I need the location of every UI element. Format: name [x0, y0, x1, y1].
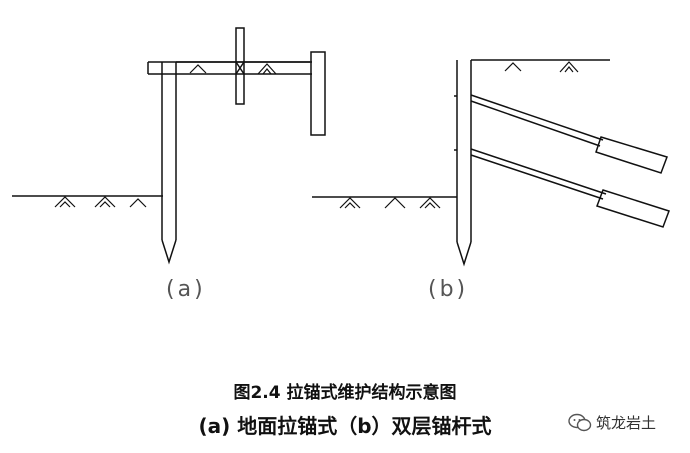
- panel-a-diagram: [12, 27, 326, 265]
- anchor-rod-upper-b: [470, 94, 668, 174]
- soil-hatch-lower-b: [339, 197, 441, 209]
- panel-b-diagram: [312, 59, 670, 267]
- panel-a-label: (a): [166, 277, 206, 302]
- tie-rod-a: [147, 61, 312, 75]
- soil-hatch-upper-b: [504, 61, 579, 73]
- waler-post-a: [235, 27, 245, 105]
- sheet-pile-a: [161, 62, 177, 265]
- figure-title: 图2.4 拉锚式维护结构示意图: [233, 383, 457, 403]
- soil-hatch-upper-a: [189, 63, 277, 75]
- watermark: 筑龙岩土: [568, 412, 656, 433]
- wechat-icon: [568, 413, 592, 431]
- anchor-plate-a: [310, 51, 326, 136]
- sheet-pile-b: [454, 60, 472, 267]
- grout-body-lower-b: [596, 189, 670, 228]
- panel-b-label: (b): [428, 277, 469, 302]
- figure-subtitle: (a) 地面拉锚式（b）双层锚杆式: [198, 414, 492, 438]
- grout-body-upper-b: [595, 136, 668, 174]
- soil-hatch-lower-a: [54, 196, 147, 208]
- watermark-text: 筑龙岩土: [596, 414, 657, 432]
- anchor-rod-lower-b: [470, 148, 670, 228]
